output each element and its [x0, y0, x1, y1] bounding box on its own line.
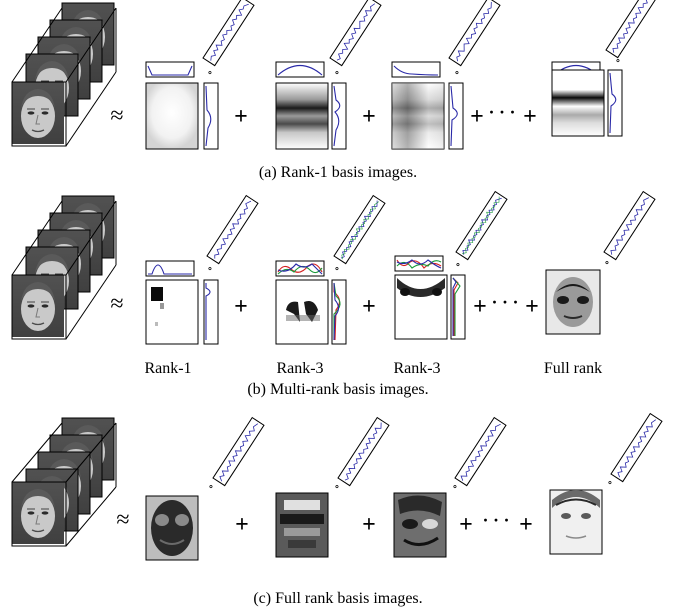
caption-c: (c) Full rank basis images. — [253, 590, 422, 607]
outer-product-symbol: ∘ — [207, 263, 212, 275]
basis-full-4: ∘ — [549, 412, 663, 555]
outer-product-symbol: ∘ — [615, 55, 620, 67]
approx-sign: ≈ — [110, 103, 123, 129]
face-stack-c — [11, 417, 117, 547]
face-stack-b — [11, 195, 117, 340]
caption-a: (a) Rank-1 basis images. — [259, 164, 417, 181]
outer-product-symbol: ∘ — [334, 67, 339, 79]
outer-product-symbol: ∘ — [334, 263, 339, 275]
caption-b: (b) Multi-rank basis images. — [247, 381, 428, 398]
basis-term-1: ∘ — [145, 0, 255, 150]
basis-full-3: ∘ — [393, 416, 507, 558]
panel-c: ≈ ∘ + ∘ + — [11, 412, 663, 607]
plus-sign: + — [473, 294, 487, 320]
outer-product-symbol: ∘ — [334, 481, 339, 493]
rank-label-4: Full rank — [544, 360, 602, 377]
rank-label-3: Rank-3 — [393, 360, 440, 377]
basis-term-rank3-b: ∘ — [394, 190, 508, 340]
basis-term-rank1: ∘ — [145, 194, 259, 345]
outer-product-symbol: ∘ — [452, 481, 457, 493]
outer-product-symbol: ∘ — [207, 67, 212, 79]
basis-term-3: ∘ — [391, 0, 501, 150]
plus-sign: + — [234, 104, 248, 130]
approx-sign: ≈ — [110, 291, 123, 317]
basis-term-2: ∘ — [275, 0, 382, 150]
ellipsis: · · · — [491, 292, 518, 312]
basis-full-1: ∘ — [145, 416, 265, 561]
plus-sign: + — [362, 512, 376, 538]
plus-sign: + — [459, 512, 473, 538]
basis-term-fullrank: ∘ — [545, 190, 656, 335]
panel-a: ≈ ∘ + ∘ + — [11, 0, 658, 181]
face-stack-a — [11, 2, 117, 147]
plus-sign: + — [362, 104, 376, 130]
ellipsis: · · · — [482, 510, 509, 530]
outer-product-symbol: ∘ — [208, 481, 213, 493]
plus-sign: + — [234, 294, 248, 320]
plus-sign: + — [525, 294, 539, 320]
plus-sign: + — [523, 104, 537, 130]
plus-sign: + — [235, 512, 249, 538]
plus-sign: + — [470, 104, 484, 130]
ellipsis: · · · — [488, 102, 515, 122]
outer-product-symbol: ∘ — [454, 67, 459, 79]
basis-term-4: ∘ — [551, 0, 658, 137]
panel-b: ≈ ∘ + — [11, 190, 656, 398]
plus-sign: + — [362, 294, 376, 320]
basis-full-2: ∘ — [275, 416, 390, 558]
rank-label-2: Rank-3 — [276, 360, 323, 377]
basis-term-rank3-a: ∘ — [275, 194, 386, 345]
plus-sign: + — [519, 512, 533, 538]
outer-product-symbol: ∘ — [607, 477, 612, 489]
approx-sign: ≈ — [116, 507, 129, 533]
outer-product-symbol: ∘ — [455, 259, 460, 271]
rank-label-1: Rank-1 — [144, 360, 191, 377]
outer-product-symbol: ∘ — [604, 257, 609, 269]
